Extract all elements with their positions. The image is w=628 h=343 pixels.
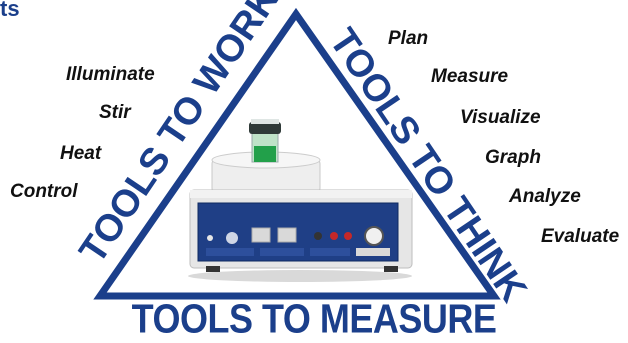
work-word-control: Control — [10, 181, 78, 202]
work-word-stir: Stir — [99, 102, 131, 123]
think-word-visualize: Visualize — [460, 107, 541, 128]
think-word-plan: Plan — [388, 28, 429, 49]
work-word-heat: Heat — [60, 143, 102, 164]
think-word-measure: Measure — [431, 66, 509, 87]
think-word-graph: Graph — [485, 147, 541, 168]
tools-to-measure-label: TOOLS TO MEASURE — [131, 295, 497, 342]
think-word-evaluate: Evaluate — [541, 226, 620, 247]
work-word-illuminate: Illuminate — [66, 64, 155, 85]
think-word-analyze: Analyze — [509, 186, 581, 207]
partial-heading-text: ts — [0, 0, 20, 21]
